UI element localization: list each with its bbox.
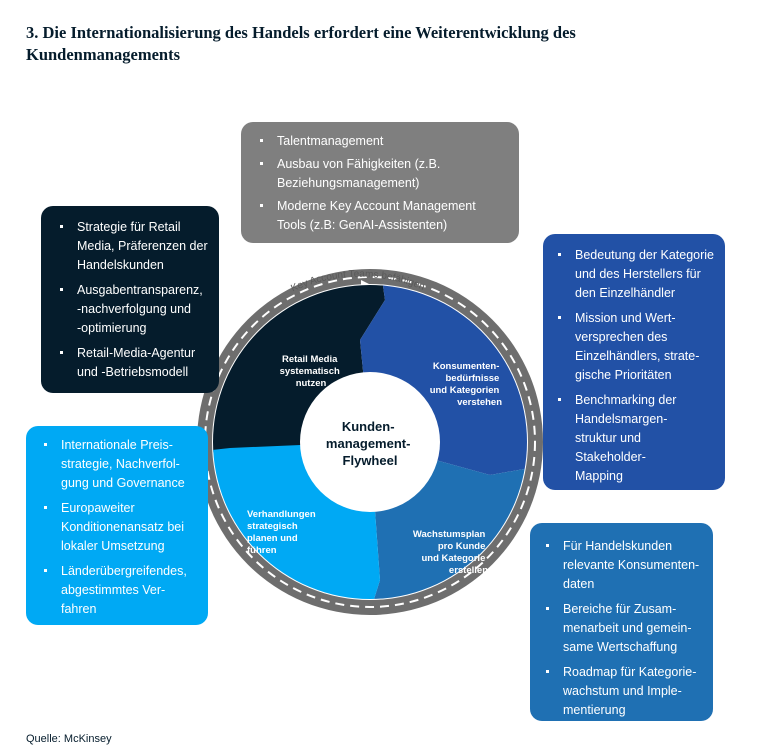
segment-label-negotiations-1: Verhandlungen: [247, 509, 316, 520]
segment-label-consumer-1: Konsumenten-: [433, 361, 500, 372]
retail-media-item-3: Retail-Media-Agentur und -Betriebsmodell: [55, 344, 211, 382]
growth-item-2: Bereiche für Zusam- menarbeit und gemein…: [541, 600, 705, 657]
page-title: 3. Die Internationalisierung des Handels…: [26, 23, 576, 64]
segment-label-retail-media-2: systematisch: [280, 366, 340, 377]
segment-label-growth-1: Wachstumsplan: [413, 529, 486, 540]
segment-label-consumer-2: bedürfnisse: [446, 373, 500, 384]
negotiations-item-1: Internationale Preis- strategie, Nachver…: [39, 436, 200, 493]
segment-label-negotiations-3: planen und: [247, 533, 298, 544]
segment-label-retail-media-1: Retail Media: [282, 354, 338, 365]
svg-text:Retail Media systematisch: Retail Media systematisch nutzen: [280, 354, 343, 389]
negotiations-item-3: Länderübergreifendes, abgestimmtes Ver- …: [39, 562, 200, 619]
negotiations-item-2: Europaweiter Konditionenansatz bei lokal…: [39, 499, 200, 556]
retail-media-item-1: Strategie für Retail Media, Präferenzen …: [55, 218, 211, 275]
segment-label-growth-2: pro Kunde: [438, 541, 486, 552]
source-note: Quelle: McKinsey: [26, 733, 112, 745]
box-growth-plan: Für Handelskunden relevante Konsumenten-…: [530, 523, 713, 721]
center-label-line1: Kunden-: [342, 419, 395, 434]
segment-label-growth-3: und Kategorie: [421, 553, 485, 564]
segment-label-negotiations-4: führen: [247, 545, 277, 556]
consumer-item-3: Benchmarking der Handelsmargen- struktur…: [553, 391, 717, 486]
segment-label-negotiations-2: strategisch: [247, 521, 298, 532]
svg-text:Kunden- management- Fl: Kunden- management- Flywheel: [326, 419, 414, 468]
segment-label-consumer-4: verstehen: [457, 397, 502, 408]
svg-text:Konsumenten- bedürfnisse: Konsumenten- bedürfnisse und Kategorien …: [430, 361, 503, 408]
box-talent: Talentmanagement Ausbau von Fähigkeiten …: [241, 122, 519, 243]
growth-item-1: Für Handelskunden relevante Konsumenten-…: [541, 537, 705, 594]
box-retail-media: Strategie für Retail Media, Präferenzen …: [41, 206, 219, 393]
center-label-line3: Flywheel: [343, 453, 398, 468]
box-consumer-needs: Bedeutung der Kategorie und des Herstell…: [543, 234, 725, 490]
segment-label-growth-4: erstellen: [449, 565, 488, 576]
segment-label-retail-media-3: nutzen: [296, 378, 327, 389]
center-circle: [300, 372, 440, 512]
svg-text:Wachstumsplan pro Kunde: Wachstumsplan pro Kunde und Kategorie er…: [413, 529, 488, 576]
retail-media-item-2: Ausgabentransparenz, -nachverfolgung und…: [55, 281, 211, 338]
talent-item-1: Talentmanagement: [255, 132, 507, 151]
growth-item-3: Roadmap für Kategorie- wachstum und Impl…: [541, 663, 705, 720]
center-label-line2: management-: [326, 436, 411, 451]
talent-item-2: Ausbau von Fähigkeiten (z.B. Beziehungsm…: [255, 155, 507, 193]
box-negotiations: Internationale Preis- strategie, Nachver…: [26, 426, 208, 625]
consumer-item-1: Bedeutung der Kategorie und des Herstell…: [553, 246, 717, 303]
consumer-item-2: Mission und Wert- versprechen des Einzel…: [553, 309, 717, 385]
talent-item-3: Moderne Key Account Management Tools (z.…: [255, 197, 507, 235]
svg-text:Verhandlungen strategisch: Verhandlungen strategisch planen und füh…: [247, 509, 318, 556]
segment-label-consumer-3: und Kategorien: [430, 385, 500, 396]
